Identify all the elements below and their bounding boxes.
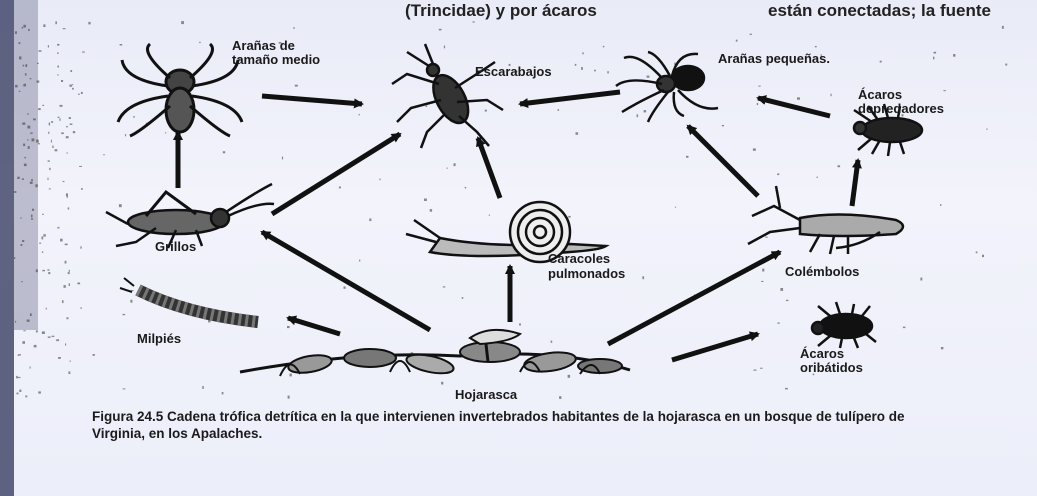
millipede-icon (120, 278, 258, 322)
label-aranas-pequenas: Arañas pequeñas. (718, 51, 830, 66)
beetle-icon (392, 44, 503, 148)
header-fragment-right: están conectadas; la fuente (768, 1, 991, 20)
label-acaros-depredadores: Ácaros depredadores (858, 87, 944, 116)
label-escarabajos: Escarabajos (475, 64, 552, 79)
leaf-litter-icon (240, 330, 630, 377)
small-spider-icon (616, 52, 718, 122)
arrow-hojarasca-to-grillos (262, 232, 430, 330)
label-hojarasca: Hojarasca (455, 387, 518, 402)
label-grillos: Grillos (155, 239, 196, 254)
label-milpies: Milpiés (137, 331, 181, 346)
arrow-acaros-depredadores-to-aranas-pequenas (758, 98, 830, 116)
arrow-aranas-medio-to-escarabajos (262, 96, 362, 104)
arrow-colembolos-to-acaros-depredadores (852, 160, 858, 206)
arrow-hojarasca-to-colembolos (608, 252, 780, 344)
label-caracoles: Caracoles pulmonados (548, 251, 625, 281)
figure-caption-text: Cadena trófica detrítica en la que inter… (92, 409, 904, 441)
figure-caption: Figura 24.5 Cadena trófica detrítica en … (92, 408, 952, 442)
label-colembolos: Colémbolos (785, 264, 859, 279)
springtail-icon (748, 186, 903, 254)
scan-left-edge-shadow (0, 0, 38, 496)
arrow-hojarasca-to-milpies (288, 318, 340, 334)
arrow-caracoles-to-escarabajos (478, 138, 500, 198)
header-fragment-left: (Trincidae) y por ácaros (405, 1, 597, 20)
label-acaros-oribatidos: Ácaros oribátidos (800, 346, 863, 375)
arrow-colembolos-to-aranas-pequenas (688, 126, 758, 196)
arrow-grillos-to-escarabajos (272, 134, 400, 214)
oribatid-mite-icon (812, 302, 876, 348)
spider-icon (118, 44, 242, 136)
label-aranas-medio: Arañas de tamaño medio (232, 38, 320, 67)
arrow-hojarasca-to-acaros-oribatidos (672, 334, 758, 360)
figure-caption-label: Figura 24.5 (92, 409, 163, 424)
arrow-aranas-pequenas-to-escarabajos (520, 92, 620, 104)
